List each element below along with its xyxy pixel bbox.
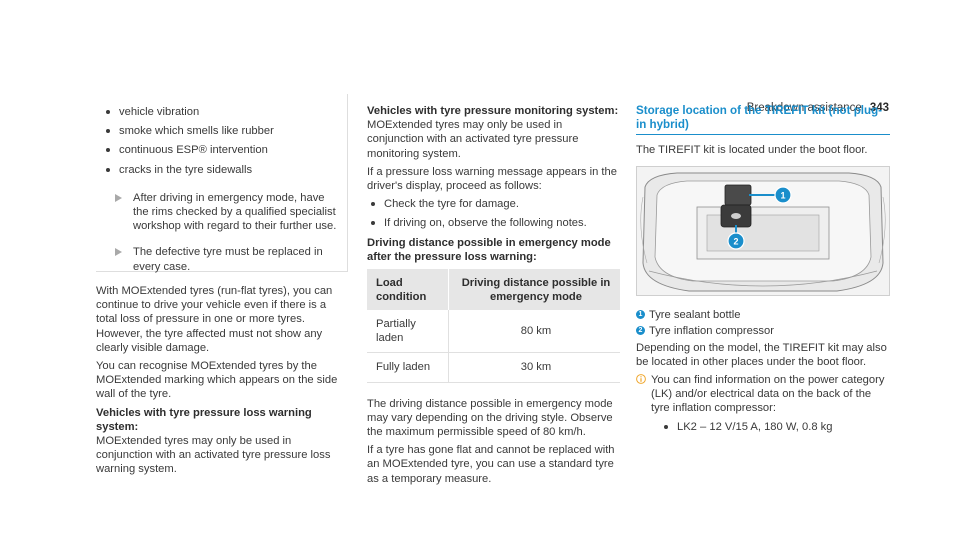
list-item: continuous ESP® intervention (106, 143, 342, 157)
boot-illustration: 1 2 (636, 166, 890, 297)
table-cell: 80 km (447, 310, 620, 354)
callout-legend: 1 Tyre sealant bottle 2 Tyre inflation c… (636, 308, 890, 338)
table-header-row: Load condition Driving distance possible… (367, 269, 620, 311)
paragraph: Depending on the model, the TIREFIT kit … (636, 341, 887, 368)
list-item: 1 Tyre sealant bottle (636, 308, 890, 322)
callout-1-number: 1 (780, 191, 785, 201)
paragraph: The TIREFIT kit is located under the boo… (636, 144, 868, 156)
callout-badge: 2 (636, 326, 645, 336)
paragraph: If a tyre has gone flat and cannot be re… (367, 444, 615, 485)
list-item: smoke which smells like rubber (106, 124, 342, 138)
table-cell: 30 km (447, 352, 620, 383)
table-row: Fully laden 30 km (367, 352, 620, 383)
section-title: Breakdown assistance (746, 102, 862, 114)
paragraph: The driving distance possible in emergen… (367, 397, 613, 439)
table-cell: Partially laden (367, 310, 449, 354)
callout-2-number: 2 (733, 237, 738, 247)
column-header: Load condition (367, 269, 449, 311)
paragraph: MOExtended tyres may only be used in con… (96, 435, 331, 476)
column-header: Driving distance possible in emergency m… (447, 269, 620, 311)
paragraph: MOExtended tyres may only be used in con… (367, 119, 579, 160)
paragraph: If a pressure loss warning message appea… (367, 165, 617, 193)
emergency-mode-box (96, 94, 348, 272)
info-note: You can find information on the power ca… (636, 373, 890, 416)
subheading: Vehicles with tyre pressure monitoring s… (367, 105, 619, 117)
step-item: The defective tyre must be replaced in e… (106, 245, 342, 273)
list-item: cracks in the tyre sidewalls (106, 163, 342, 177)
triangle-step-icon (115, 248, 122, 257)
list-item: Check the tyre for damage. (371, 197, 620, 211)
page-header: Breakdown assistance 343 (747, 101, 889, 115)
subheading: Vehicles with tyre pressure loss warning… (96, 406, 312, 433)
paragraph: With MOExtended tyres (run-flat tyres), … (96, 285, 333, 354)
table-row: Partially laden 80 km (367, 310, 620, 354)
info-icon (636, 374, 646, 384)
list-item: LK2 – 12 V/15 A, 180 W, 0.8 kg (664, 420, 890, 434)
table-cell: Fully laden (367, 352, 449, 383)
symptom-list: vehicle vibration smoke which smells lik… (106, 105, 342, 177)
page-number: 343 (869, 102, 889, 114)
subheading: Driving distance possible in emergency m… (367, 236, 611, 263)
list-item: vehicle vibration (106, 105, 342, 119)
spec-list: LK2 – 12 V/15 A, 180 W, 0.8 kg (664, 420, 890, 434)
triangle-step-icon (115, 193, 122, 202)
action-list: Check the tyre for damage. If driving on… (371, 197, 620, 230)
paragraph: You can recognise MOExtended tyres by th… (96, 360, 338, 401)
boot-drawing: 1 2 (637, 167, 889, 296)
section-heading: Storage location of the TIREFIT kit (not… (636, 104, 890, 135)
distance-table: Load condition Driving distance possible… (367, 269, 620, 383)
callout-badge: 1 (636, 310, 645, 320)
step-item: After driving in emergency mode, have th… (106, 191, 342, 234)
list-item: 2 Tyre inflation compressor (636, 324, 890, 338)
list-item: If driving on, observe the following not… (371, 216, 620, 230)
